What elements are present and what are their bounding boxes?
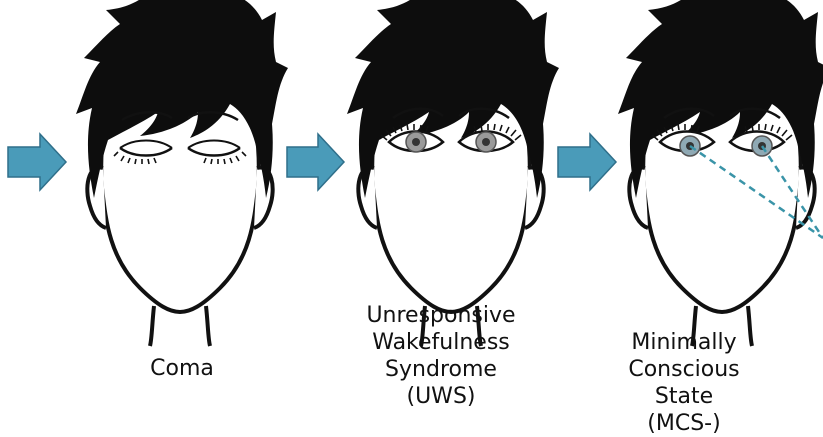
- mcs-face: [618, 0, 823, 346]
- uws-face: [347, 0, 559, 346]
- stage-label-line: Syndrome: [356, 356, 526, 383]
- stage-label-mcs: Minimally Conscious State (MCS-): [599, 329, 769, 437]
- stage-label-coma: Coma: [97, 355, 267, 382]
- arrow-icon: [287, 134, 344, 190]
- coma-face: [76, 0, 288, 346]
- stage-label-line: (MCS-): [599, 410, 769, 437]
- stage-label-line: (UWS): [356, 383, 526, 410]
- arrow-icon: [558, 134, 616, 190]
- stage-label-line: Coma: [97, 355, 267, 382]
- stage-label-uws: Unresponsive Wakefulness Syndrome (UWS): [356, 302, 526, 410]
- stage-label-line: Unresponsive: [356, 302, 526, 329]
- arrow-icon: [8, 134, 66, 190]
- stage-label-line: State: [599, 383, 769, 410]
- stage-label-line: Conscious: [599, 356, 769, 383]
- stage-label-line: Wakefulness: [356, 329, 526, 356]
- stage-label-line: Minimally: [599, 329, 769, 356]
